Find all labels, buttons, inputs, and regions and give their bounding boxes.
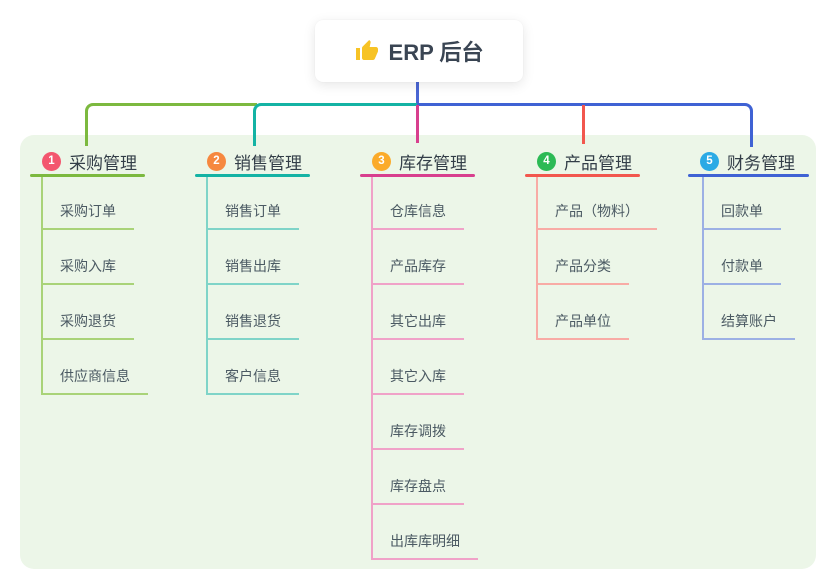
child-node[interactable]: 库存盘点 [371, 477, 464, 505]
child-node[interactable]: 出库库明细 [371, 532, 478, 560]
branch-node-purchase[interactable]: 1 采购管理 [42, 149, 137, 173]
branch-badge-4: 4 [537, 151, 556, 171]
child-node[interactable]: 销售退货 [206, 312, 299, 340]
branch-node-finance[interactable]: 5 财务管理 [700, 149, 795, 173]
branch-label-sales: 销售管理 [234, 153, 302, 173]
root-node[interactable]: ERP 后台 [315, 20, 523, 82]
branch-badge-5: 5 [700, 151, 719, 171]
branch-badge-2: 2 [207, 151, 226, 171]
branch-node-product[interactable]: 4 产品管理 [537, 149, 632, 173]
child-node[interactable]: 采购订单 [41, 202, 134, 230]
child-node[interactable]: 销售订单 [206, 202, 299, 230]
branch-label-finance: 财务管理 [727, 153, 795, 173]
branch-label-product: 产品管理 [564, 153, 632, 173]
branch-label-inventory: 库存管理 [399, 153, 467, 173]
branch-underline-sales [195, 174, 310, 177]
branch-node-inventory[interactable]: 3 库存管理 [372, 149, 467, 173]
connector-sales [253, 103, 420, 146]
branch-label-purchase: 采购管理 [69, 153, 137, 173]
branch-underline-product [525, 174, 640, 177]
branch-underline-inventory [360, 174, 475, 177]
root-node-label: ERP 后台 [388, 40, 484, 65]
connector-purchase [85, 103, 257, 146]
branches-panel [20, 135, 816, 569]
child-node[interactable]: 产品库存 [371, 257, 464, 285]
child-node[interactable]: 结算账户 [702, 312, 795, 340]
connector-finance [417, 103, 753, 147]
connector-inventory [416, 105, 419, 143]
branch-child-line-sales [206, 177, 208, 394]
child-node[interactable]: 采购退货 [41, 312, 134, 340]
child-node[interactable]: 采购入库 [41, 257, 134, 285]
child-node[interactable]: 其它入库 [371, 367, 464, 395]
child-node[interactable]: 销售出库 [206, 257, 299, 285]
branch-child-line-finance [702, 177, 704, 339]
child-node[interactable]: 客户信息 [206, 367, 299, 395]
thumbs-up-icon [355, 39, 379, 63]
branch-badge-1: 1 [42, 151, 61, 171]
child-node[interactable]: 库存调拨 [371, 422, 464, 450]
branch-child-line-product [536, 177, 538, 339]
connector-product [582, 105, 585, 144]
child-node[interactable]: 仓库信息 [371, 202, 464, 230]
branch-badge-3: 3 [372, 151, 391, 171]
branch-node-sales[interactable]: 2 销售管理 [207, 149, 302, 173]
branch-child-line-purchase [41, 177, 43, 394]
child-node[interactable]: 回款单 [702, 202, 781, 230]
child-node[interactable]: 供应商信息 [41, 367, 148, 395]
child-node[interactable]: 付款单 [702, 257, 781, 285]
branch-underline-finance [688, 174, 809, 177]
branch-underline-purchase [30, 174, 145, 177]
child-node[interactable]: 其它出库 [371, 312, 464, 340]
child-node[interactable]: 产品单位 [536, 312, 629, 340]
child-node[interactable]: 产品（物料） [536, 202, 657, 230]
child-node[interactable]: 产品分类 [536, 257, 629, 285]
connector-trunk [416, 82, 419, 104]
branch-child-line-inventory [371, 177, 373, 559]
